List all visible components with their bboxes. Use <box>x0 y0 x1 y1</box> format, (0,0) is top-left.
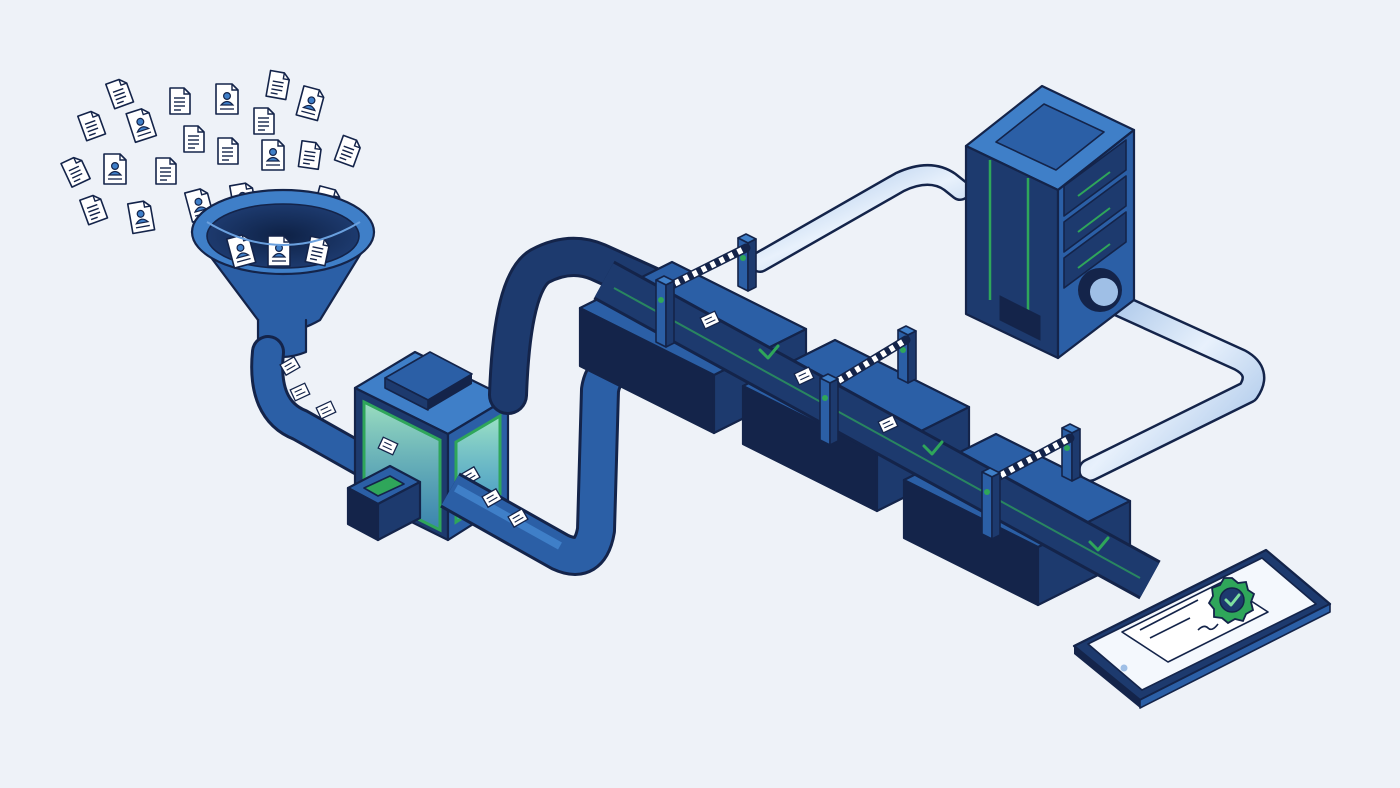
document-icon <box>79 192 109 226</box>
document-icon <box>253 107 275 135</box>
document-icon <box>155 157 177 185</box>
document-icon <box>297 139 323 171</box>
barrier-gate-icon <box>819 325 917 446</box>
profile-document-icon <box>295 85 327 122</box>
tablet-icon <box>1072 548 1332 709</box>
document-icon <box>333 134 363 168</box>
profile-document-icon <box>125 106 158 144</box>
server-rack-slots <box>1063 139 1127 289</box>
server-tower-icon <box>964 84 1136 360</box>
main-conveyor <box>593 260 1161 600</box>
barrier-gates <box>655 233 1081 540</box>
barrier-gate-icon <box>981 423 1081 540</box>
barrier-gate-icon <box>655 233 757 348</box>
input-conveyor <box>250 335 379 477</box>
funnel-icon <box>190 188 376 359</box>
profile-document-icon <box>261 139 285 171</box>
document-icon <box>77 108 107 142</box>
document-icon <box>265 69 292 101</box>
document-icon <box>169 87 191 115</box>
checkmark-icon <box>758 344 1110 552</box>
document-icon <box>60 154 91 188</box>
verified-badge-icon <box>1207 577 1256 625</box>
profile-document-icon <box>103 153 127 185</box>
document-icon <box>183 125 205 153</box>
document-icon <box>217 137 239 165</box>
data-pipe-icon <box>749 164 1266 482</box>
profile-document-icon <box>215 83 239 115</box>
profile-document-icon <box>126 199 156 235</box>
document-icon <box>105 76 135 110</box>
